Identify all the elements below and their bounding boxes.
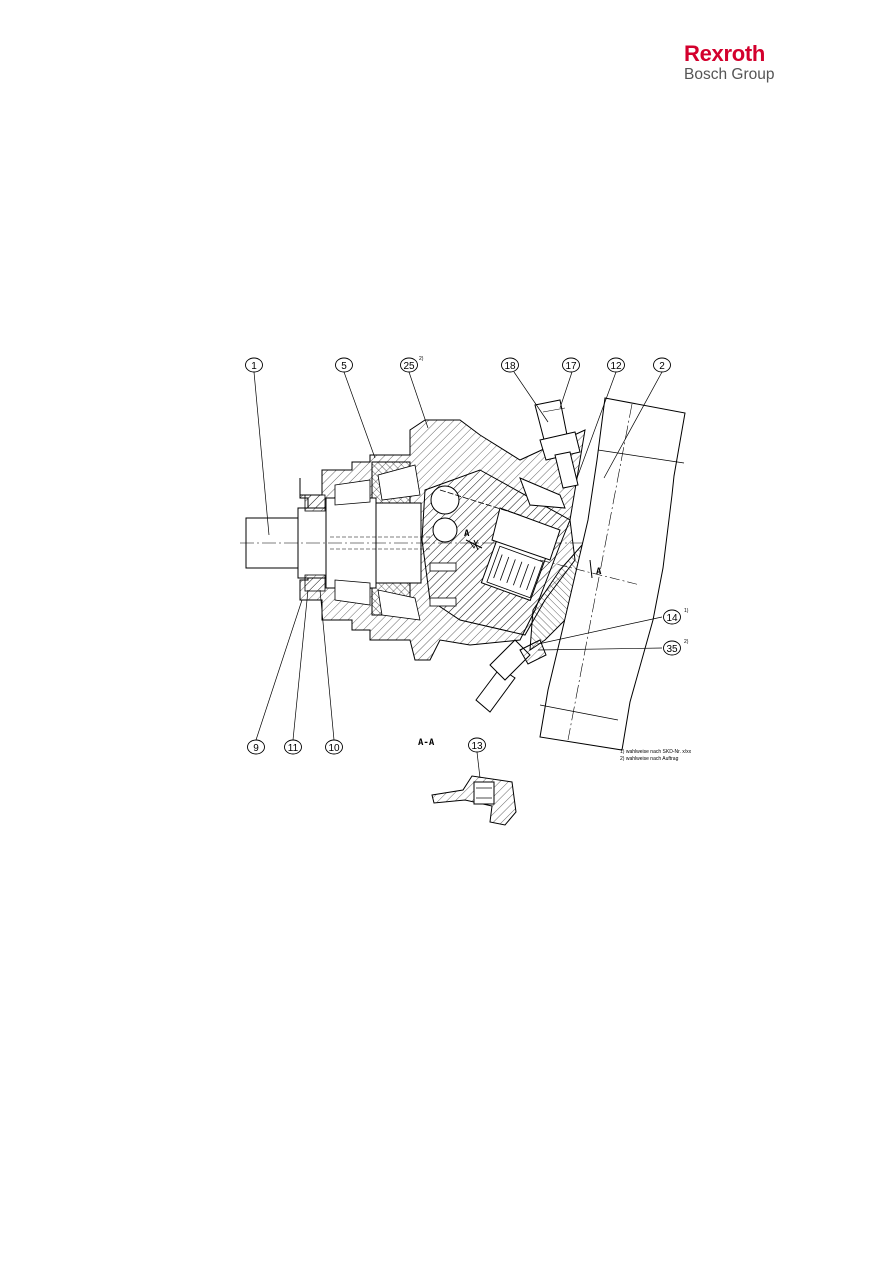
callout-14-sup: 1) [684,608,689,614]
callout-35: 35 [666,644,678,655]
callout-17: 17 [565,361,577,372]
callout-35-sup: 2) [684,639,689,645]
logo-brand: Rexroth [684,41,766,66]
callout-18: 18 [504,361,516,372]
pistons [429,489,521,607]
callout-11: 11 [288,743,299,754]
callout-25-sup: 2) [419,356,424,362]
callout-1: 1 [251,361,257,372]
rexroth-logo: Rexroth Bosch Group [684,41,794,84]
footnote-1: 1) wahlweise nach SKD-Nr. x/xx [620,749,692,755]
section-view-detail [431,775,517,826]
spring-stack [486,545,544,599]
callout-9: 9 [253,743,259,754]
footnote-2: 2) wahlweise nach Auftrag [620,756,679,762]
footnotes: 1) wahlweise nach SKD-Nr. x/xx 2) wahlwe… [620,749,692,762]
callout-25: 25 [403,361,415,372]
bottom-adjust-screw [475,639,547,713]
callout-10: 10 [328,743,340,754]
callout-5: 5 [341,361,347,372]
section-view-label: A-A [418,738,435,748]
leader-lines [253,371,663,779]
callout-labels: 1 5 25 18 17 12 2 14 35 9 11 10 13 [251,361,678,754]
callout-14: 14 [666,613,678,624]
logo-group: Bosch Group [684,66,775,83]
callout-13: 13 [471,741,483,752]
bearings [304,464,421,621]
port-cover [539,397,686,751]
callout-bubbles [245,357,681,755]
section-line-a [465,539,593,579]
callout-superscripts: 2) 1) 2) [419,356,689,645]
callout-12: 12 [610,361,622,372]
section-mark-a1: A [464,529,470,539]
top-adjust-screw [534,399,581,489]
callout-2: 2 [659,361,665,372]
section-mark-a2: A [596,567,602,577]
